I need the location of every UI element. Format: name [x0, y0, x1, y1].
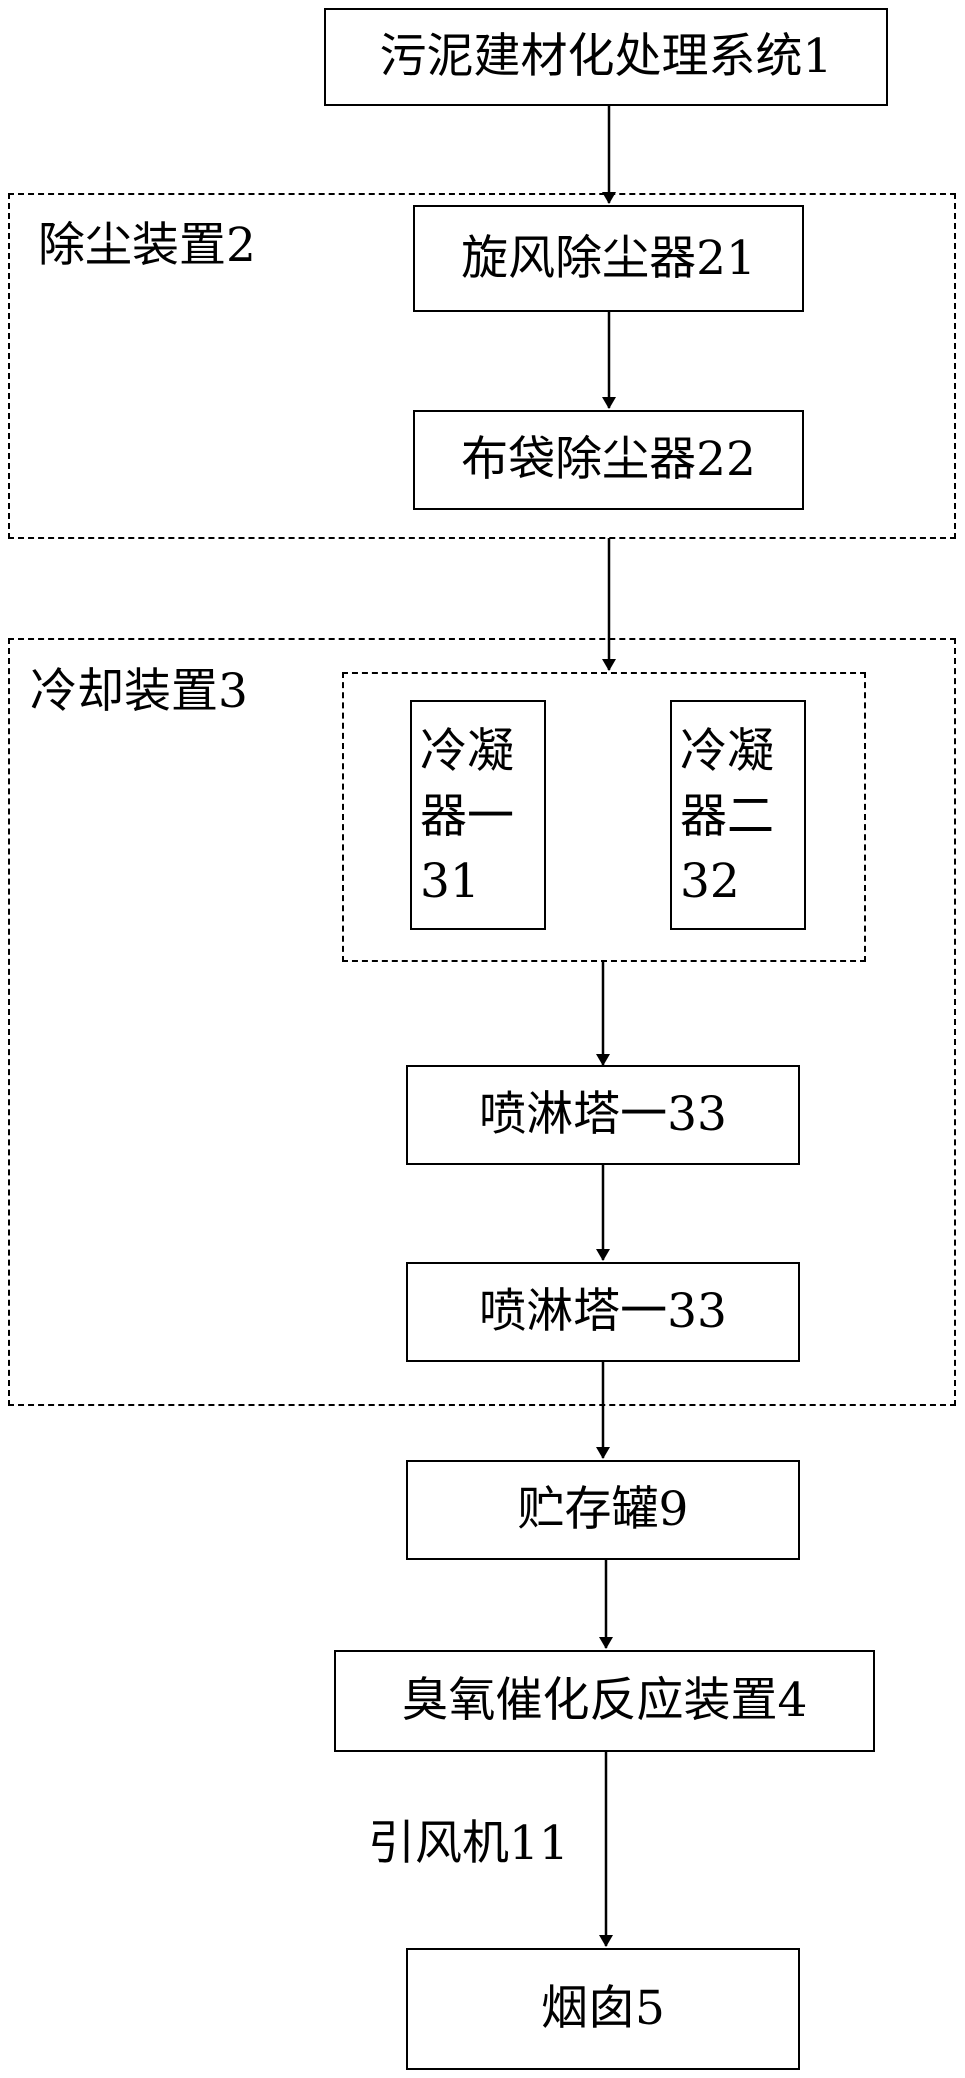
- storage-tank-box: 贮存罐9: [406, 1460, 800, 1560]
- spray-tower-one-box: 喷淋塔一33: [406, 1065, 800, 1165]
- condenser-one-line3: 31: [420, 853, 480, 909]
- condenser-group: [342, 672, 866, 962]
- storage-tank-label: 贮存罐9: [517, 1482, 689, 1538]
- condenser-two-box: 冷凝 器二 32: [670, 700, 806, 930]
- dust-removal-label: 除尘装置2: [38, 218, 256, 273]
- condenser-one-line2: 器一: [420, 788, 514, 844]
- cyclone-dust-collector-box: 旋风除尘器21: [413, 205, 804, 312]
- sludge-system-box: 污泥建材化处理系统1: [324, 8, 888, 106]
- induced-draft-fan-label: 引风机11: [368, 1816, 569, 1871]
- condenser-two-line2: 器二: [680, 788, 774, 844]
- ozone-reactor-box: 臭氧催化反应装置4: [334, 1650, 875, 1752]
- ozone-reactor-label: 臭氧催化反应装置4: [401, 1673, 808, 1729]
- condenser-two-line1: 冷凝: [680, 724, 774, 779]
- chimney-label: 烟囱5: [541, 1981, 665, 2037]
- condenser-two-line3: 32: [680, 853, 740, 909]
- spray-tower-one-label: 喷淋塔一33: [479, 1087, 727, 1143]
- dust-removal-group: [8, 193, 956, 539]
- cyclone-dust-collector-label: 旋风除尘器21: [461, 230, 756, 286]
- chimney-box: 烟囱5: [406, 1948, 800, 2070]
- bag-dust-collector-label: 布袋除尘器22: [461, 432, 756, 488]
- bag-dust-collector-box: 布袋除尘器22: [413, 410, 804, 510]
- cooling-group: [8, 638, 956, 1406]
- sludge-system-label: 污泥建材化处理系统1: [379, 29, 833, 85]
- condenser-one-line1: 冷凝: [420, 724, 514, 779]
- spray-tower-two-label: 喷淋塔一33: [479, 1284, 727, 1340]
- spray-tower-two-box: 喷淋塔一33: [406, 1262, 800, 1362]
- cooling-label: 冷却装置3: [30, 664, 248, 719]
- condenser-one-box: 冷凝 器一 31: [410, 700, 546, 930]
